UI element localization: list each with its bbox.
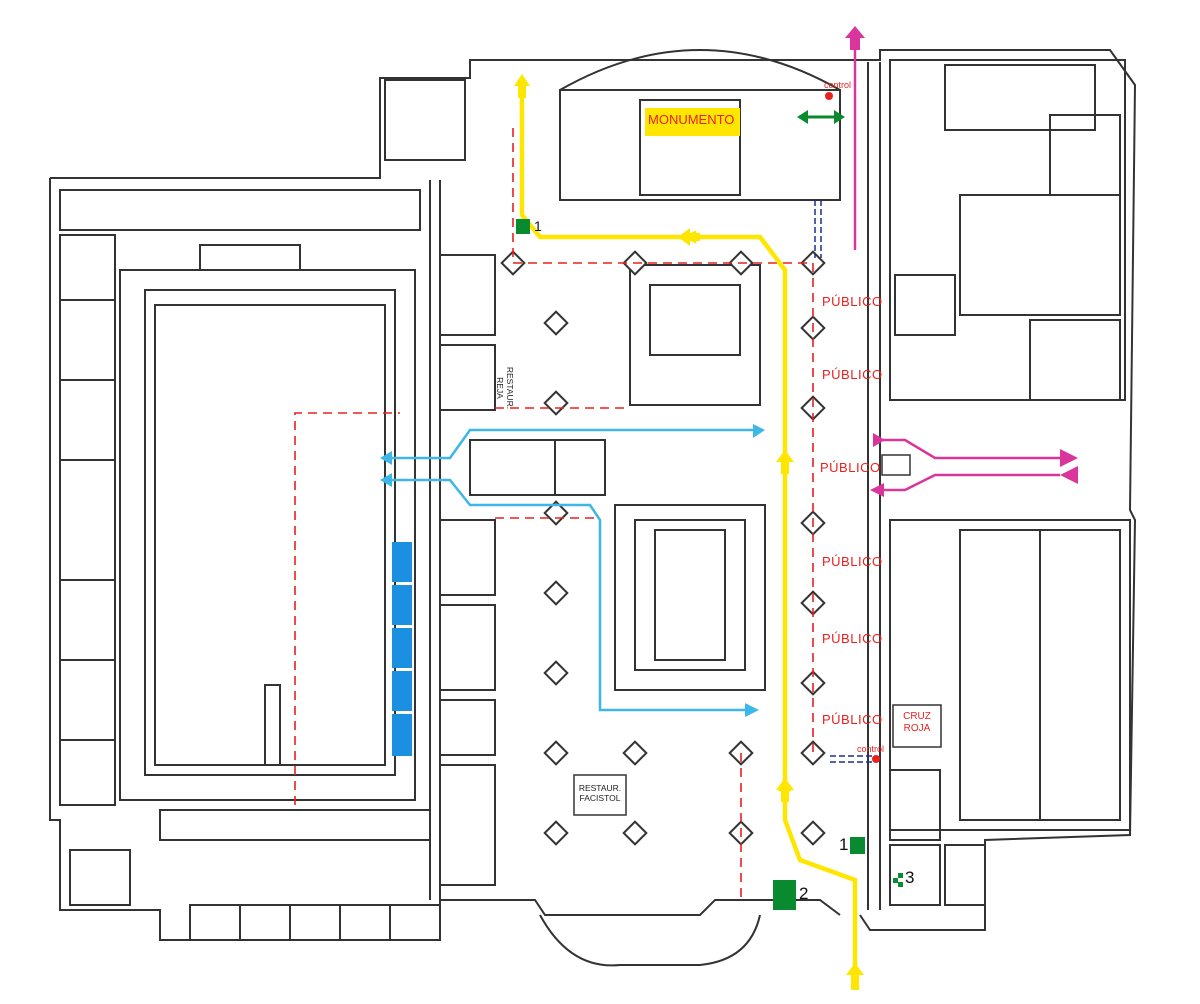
cruz-roja-line-1: CRUZ [903, 711, 931, 722]
cruz-roja-line-2: ROJA [903, 723, 931, 734]
restaur-facistol-box [573, 774, 627, 816]
publico-label-6: PÚBLICO [822, 712, 883, 727]
cyan-route [385, 428, 755, 712]
marker-1-top-number: 1 [534, 218, 542, 234]
yellow-route [519, 92, 858, 975]
building-walls [49, 49, 1137, 967]
monumento-label: MONUMENTO [648, 112, 735, 127]
restaur-facistol-line-2: FACISTOL [579, 793, 621, 803]
pillars [500, 250, 826, 846]
publico-label-1: PÚBLICO [822, 294, 883, 309]
cyan-arrows [380, 424, 765, 717]
green-double-arrow [797, 110, 845, 124]
monumento-box [645, 108, 740, 136]
cruz-roja-box [892, 704, 942, 748]
magenta-route [853, 45, 1060, 492]
marker-3-number: 3 [905, 868, 915, 887]
cruz-roja-label: CRUZ ROJA [893, 711, 941, 735]
restaur-facistol-label: RESTAUR. FACISTOL [574, 783, 626, 803]
control-dot-top [825, 92, 833, 100]
marker-1-bottom-number: 1 [839, 835, 849, 854]
control-dot-bottom [872, 755, 880, 763]
restaur-reja-label: RESTAUR. REJA [495, 361, 515, 415]
restaur-reja-line-2: REJA [495, 377, 505, 399]
control-label-top: control [824, 80, 852, 90]
publico-label-3: PÚBLICO [820, 460, 881, 475]
publico-label-5: PÚBLICO [822, 631, 883, 646]
red-barriers [294, 128, 814, 900]
green-markers [516, 219, 903, 910]
publico-label-2: PÚBLICO [822, 367, 883, 382]
magenta-arrows [845, 26, 1078, 497]
control-label-bottom: control [857, 744, 885, 754]
navy-barriers [814, 200, 875, 763]
blue-zone [392, 542, 412, 756]
yellow-arrows [514, 74, 864, 990]
marker-2-number: 2 [799, 884, 809, 903]
restaur-facistol-line-1: RESTAUR. [578, 783, 622, 793]
publico-label-4: PÚBLICO [822, 554, 883, 569]
transept-small-box [881, 454, 911, 476]
restaur-reja-line-1: RESTAUR. [505, 366, 515, 410]
